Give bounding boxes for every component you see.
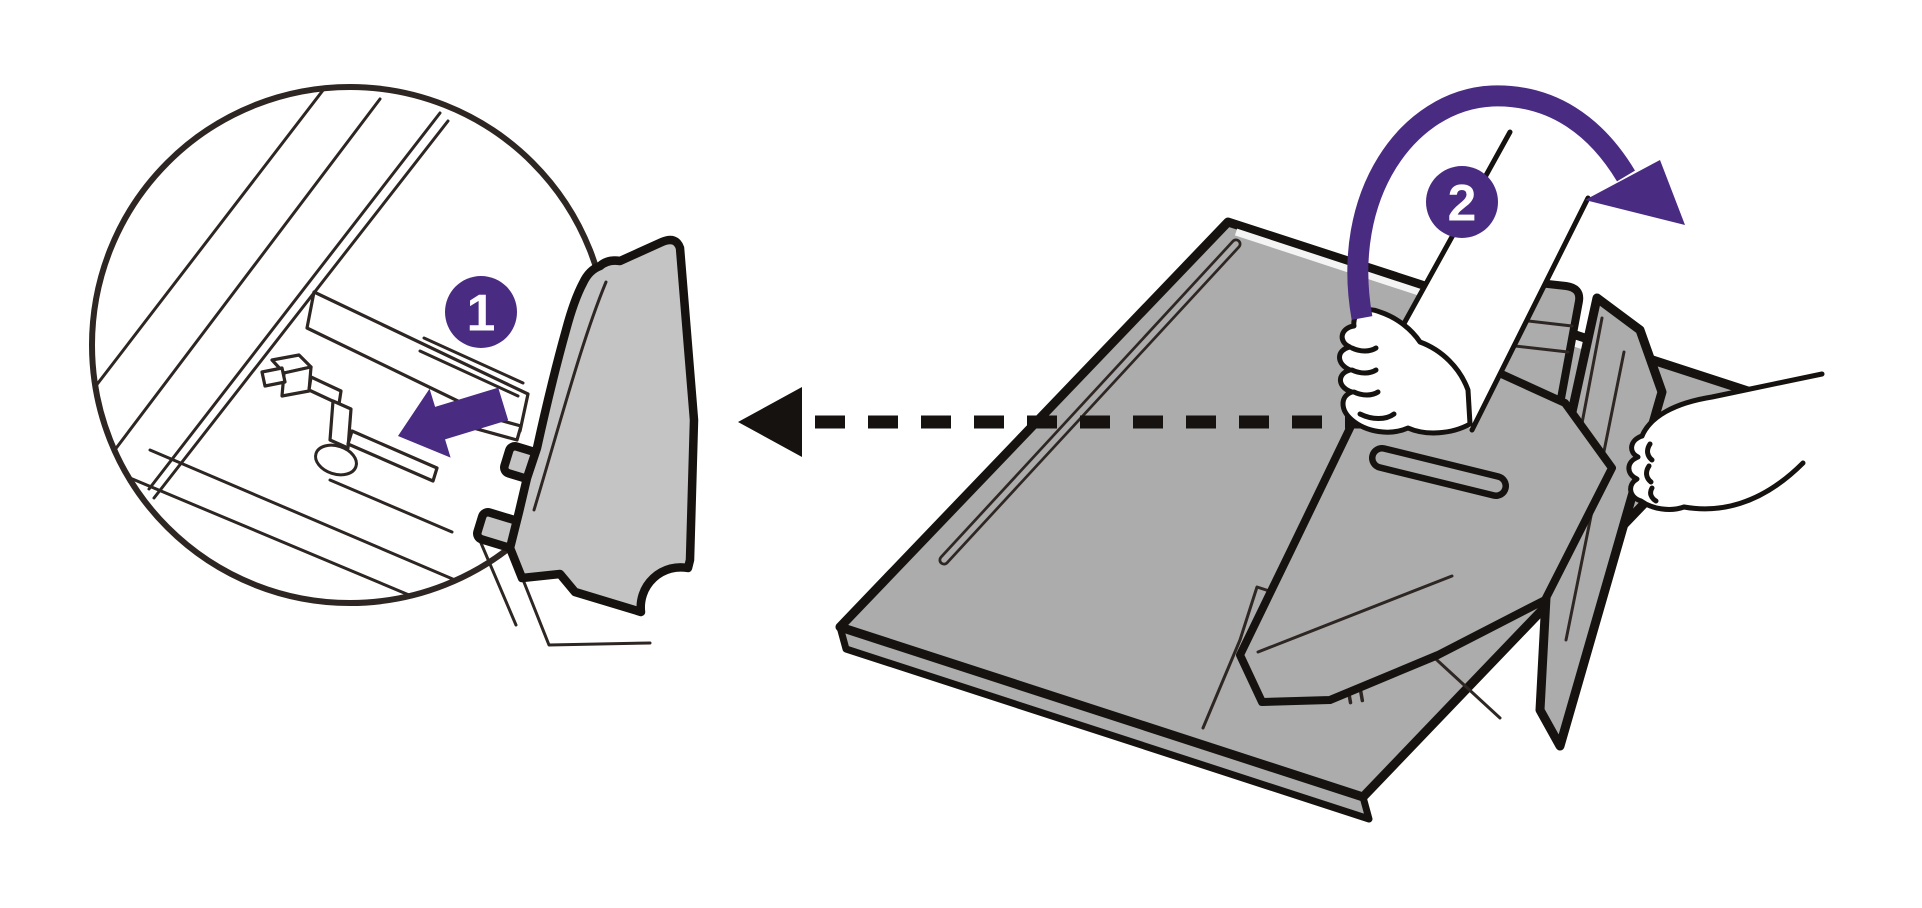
release-tab-group (473, 235, 699, 617)
latch-hole (314, 443, 358, 477)
callout-circle-group: 1 (89, 84, 699, 647)
tab-bracket-lines (476, 534, 652, 647)
right-hand (1626, 371, 1825, 512)
bezel-band-line (147, 111, 442, 491)
dashed-arrow (738, 387, 1382, 457)
hands-group (1337, 126, 1825, 512)
bezel-band-line (112, 97, 382, 453)
bracket-corner-line (510, 550, 652, 647)
release-tab (505, 235, 699, 617)
bezel-band-line (92, 87, 339, 402)
bracket-corner-line (476, 534, 518, 627)
step-1-badge-circle (445, 276, 517, 348)
bracket-line (418, 349, 520, 398)
press-direction-arrow-icon (398, 387, 509, 458)
step-1-number: 1 (467, 285, 496, 343)
rotate-arrow-icon (1347, 85, 1685, 320)
step-2-badge-circle (1426, 166, 1498, 238)
bezel-band-line (152, 119, 450, 500)
back-groove (938, 238, 1242, 566)
io-corner-panel (1201, 585, 1502, 730)
step-1-badge: 1 (445, 276, 517, 348)
stand-arm (1236, 352, 1616, 706)
latch-pin (328, 399, 353, 450)
lower-bezel-line (148, 448, 457, 582)
step-2-badge: 2 (1426, 166, 1498, 238)
latch-hook-small (260, 366, 287, 388)
lower-bezel-line (128, 476, 442, 603)
quick-release-handle (1369, 445, 1509, 499)
bracket-line (422, 336, 525, 385)
release-tab-bevel-line (532, 280, 608, 512)
step-2-number: 2 (1448, 175, 1477, 233)
arm-step-line (1256, 574, 1454, 654)
latch-bar (346, 429, 439, 483)
dashed-arrow-head-icon (738, 387, 802, 457)
lower-bezel-line (328, 478, 454, 534)
left-hand (1337, 307, 1473, 436)
